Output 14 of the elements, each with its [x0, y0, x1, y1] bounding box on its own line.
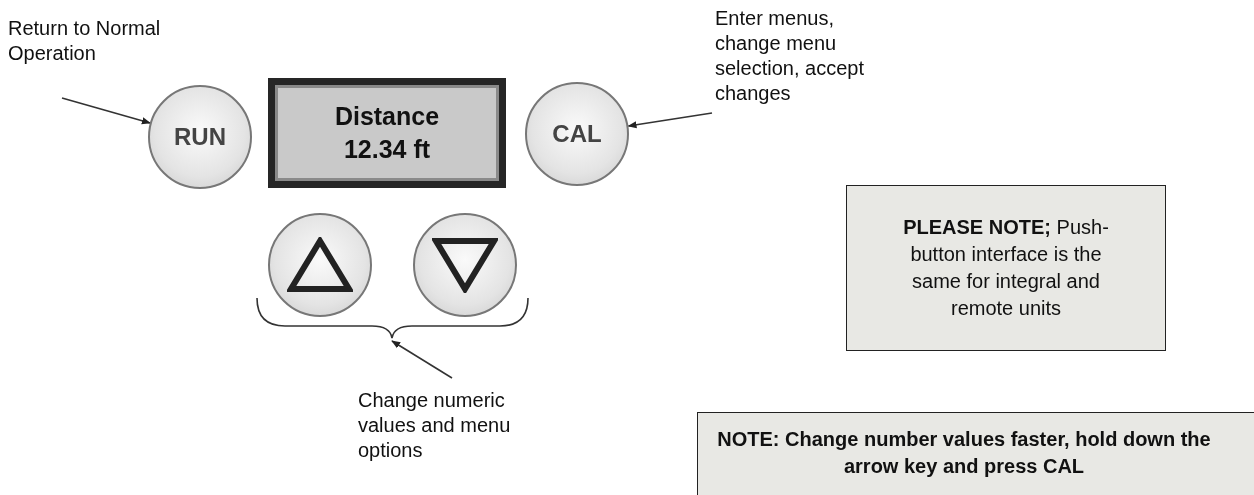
- note-text: PLEASE NOTE; Push-button interface is the same for integral and remote units: [902, 215, 1110, 321]
- note-box: [697, 412, 1254, 495]
- callout-text: Change numeric values and menu options: [358, 388, 528, 463]
- display-screen: [268, 78, 506, 188]
- note-box: [846, 185, 1166, 351]
- callout-text: Return to Normal Operation: [8, 16, 183, 66]
- leader-arrow: [61, 97, 151, 125]
- leader-arrow: [627, 112, 713, 129]
- note-text: NOTE: Change number values faster, hold down the arrow key and press CAL: [716, 427, 1212, 479]
- callout-text: Enter menus, change menu selection, accept changes: [715, 6, 875, 106]
- cal-button: CAL: [525, 82, 629, 186]
- display-reading: Distance 12.34 ft: [333, 101, 441, 165]
- run-button: RUN: [148, 85, 252, 189]
- leader-arrow: [391, 340, 453, 379]
